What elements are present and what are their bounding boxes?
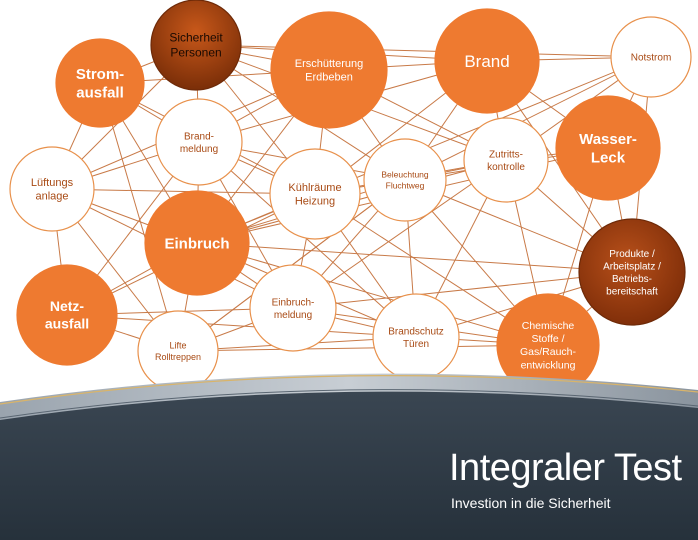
node-label-einbruchmeldung: Einbruch- [272,297,315,308]
node-circle-wasser [555,95,661,201]
node-label-chemische: Chemische [522,320,575,332]
node-label-produkte: Produkte / [609,249,655,260]
node-label-brandmeldung: meldung [180,144,218,155]
node-label-sicherheit: Sicherheit [169,31,223,45]
node-einbruch: Einbruch [144,190,250,296]
node-label-notstrom: Notstrom [631,53,672,64]
node-label-netz: Netz- [50,298,85,314]
node-label-zutritt: kontrolle [487,162,525,173]
node-label-wasser: Wasser- [579,131,637,148]
topic-nodes: SicherheitPersonenStrom-ausfallErschütte… [9,0,692,397]
node-label-erschuetterung: Erdbeben [305,72,353,84]
node-circle-einbruchmeldung [249,264,337,352]
edge-lifte-chemische [177,344,549,352]
node-circle-notstrom [610,16,692,98]
footer-band [0,373,698,540]
node-label-brandschutz: Brandschutz [388,326,444,337]
edge-notstrom-beleuchtung [404,56,652,181]
node-label-netz: ausfall [45,316,89,332]
node-label-lifte: Lifte [169,341,186,351]
node-label-lueftung: anlage [35,191,68,203]
footer-inner-line [0,389,698,419]
footer-arc-highlight [0,373,698,424]
node-label-lifte: Rolltreppen [155,352,201,362]
node-circle-kuehl [269,148,361,240]
edge-sicherheit-notstrom [195,44,652,58]
edge-produkte-einbruchmeldung [292,271,633,309]
footer-arc-gold-line [0,375,698,405]
edge-netz-brandschutz [66,314,417,338]
node-circle-brand [434,8,540,114]
node-brand: Brand [434,8,540,114]
node-circle-produkte [578,218,686,326]
node-label-einbruchmeldung: meldung [274,310,312,321]
node-lueftung: Lüftungs anlage [9,146,95,232]
node-label-produkte: Betriebs- [612,274,652,285]
node-label-lueftung: Lüftungs [31,177,74,189]
node-brandmeldung: Brand-meldung [155,98,243,186]
node-label-produkte: Arbeitsplatz / [603,261,661,272]
node-netz: Netz-ausfall [16,264,118,366]
node-label-kuehl: Heizung [295,196,335,208]
node-circle-brandmeldung [155,98,243,186]
node-produkte: Produkte /Arbeitsplatz / Betriebs-bereits… [578,218,686,326]
node-circle-netz [16,264,118,366]
node-label-strom: ausfall [76,85,124,102]
node-label-chemische: entwicklung [521,359,576,371]
node-label-brandschutz: Türen [403,339,429,350]
node-wasser: Wasser- Leck [555,95,661,201]
node-circle-strom [55,38,145,128]
node-einbruchmeldung: Einbruch-meldung [249,264,337,352]
node-circle-sicherheit [150,0,242,91]
node-label-brandmeldung: Brand- [184,131,214,142]
node-zutritt: Zutritts-kontrolle [463,117,549,203]
node-circle-einbruch [144,190,250,296]
node-label-beleuchtung: Fluchtweg [386,180,425,190]
node-label-beleuchtung: Beleuchtung [381,170,429,180]
edge-einbruch-chemische [196,242,549,346]
node-label-chemische: Gas/Rauch- [520,346,577,358]
node-circle-lueftung [9,146,95,232]
footer-title: Integraler Test [449,447,682,489]
node-notstrom: Notstrom [610,16,692,98]
footer-background [0,391,698,540]
node-label-sicherheit: Personen [170,46,221,60]
node-label-produkte: bereitschaft [606,286,658,297]
node-label-erschuetterung: Erschütterung [295,58,363,70]
node-label-chemische: Stoffe / [531,333,564,345]
node-label-strom: Strom- [76,66,124,83]
node-label-einbruch: Einbruch [164,235,229,252]
node-circle-zutritt [463,117,549,203]
node-label-brand: Brand [464,52,509,71]
edge-brandmeldung-brandschutz [198,141,417,338]
node-circle-beleuchtung [363,138,447,222]
node-circle-erschuetterung [270,11,388,129]
node-strom: Strom-ausfall [55,38,145,128]
footer-subtitle: Investion in die Sicherheit [451,495,611,511]
edge-einbruch-produkte [196,242,633,273]
node-label-wasser: Leck [591,150,626,167]
node-label-kuehl: Kühlräume [288,182,341,194]
node-label-zutritt: Zutritts- [489,149,523,160]
